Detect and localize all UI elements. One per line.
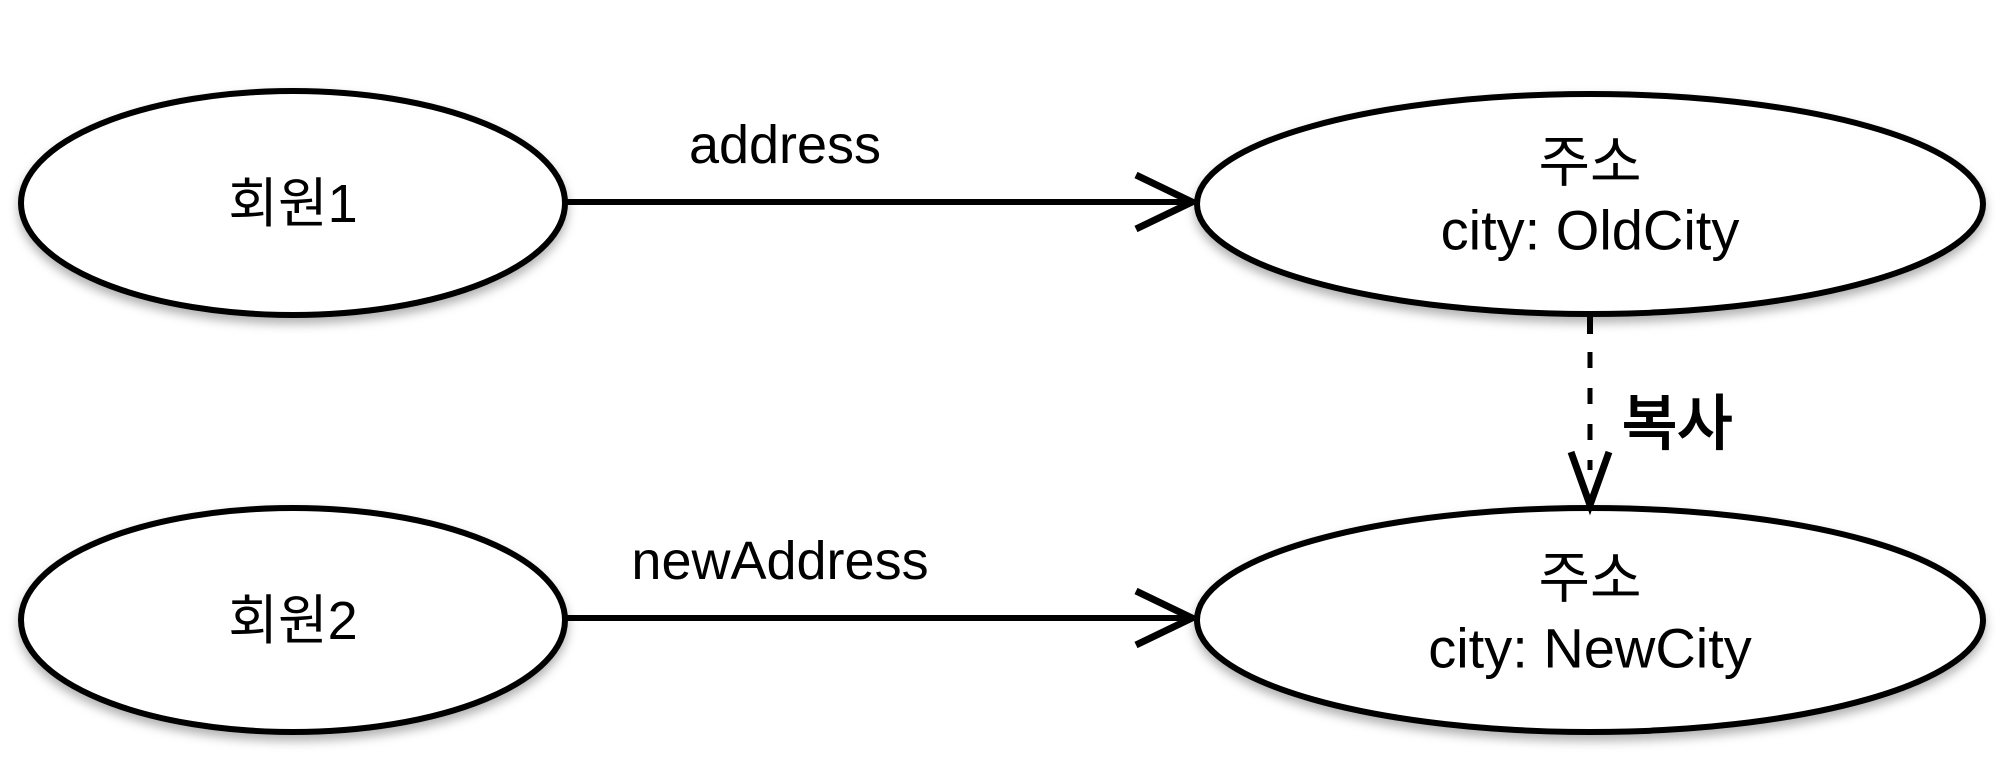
node-address-old-title: 주소 [1538,131,1641,194]
node-address-new-title: 주소 [1538,547,1641,610]
edge-copy-arrowhead [1567,450,1613,516]
node-member2-label: 회원2 [228,591,357,651]
node-address-new-subtitle: city: NewCity [1428,617,1752,680]
node-member1-label: 회원1 [228,174,357,234]
edge-new-address-arrowhead [1134,587,1201,649]
edge-address-arrowhead [1134,171,1201,233]
edge-copy-label: 복사 [1622,391,1732,458]
node-address-old-subtitle: city: OldCity [1441,199,1740,262]
edge-address-label: address [689,115,881,175]
edge-new-address-label: newAddress [631,531,928,591]
